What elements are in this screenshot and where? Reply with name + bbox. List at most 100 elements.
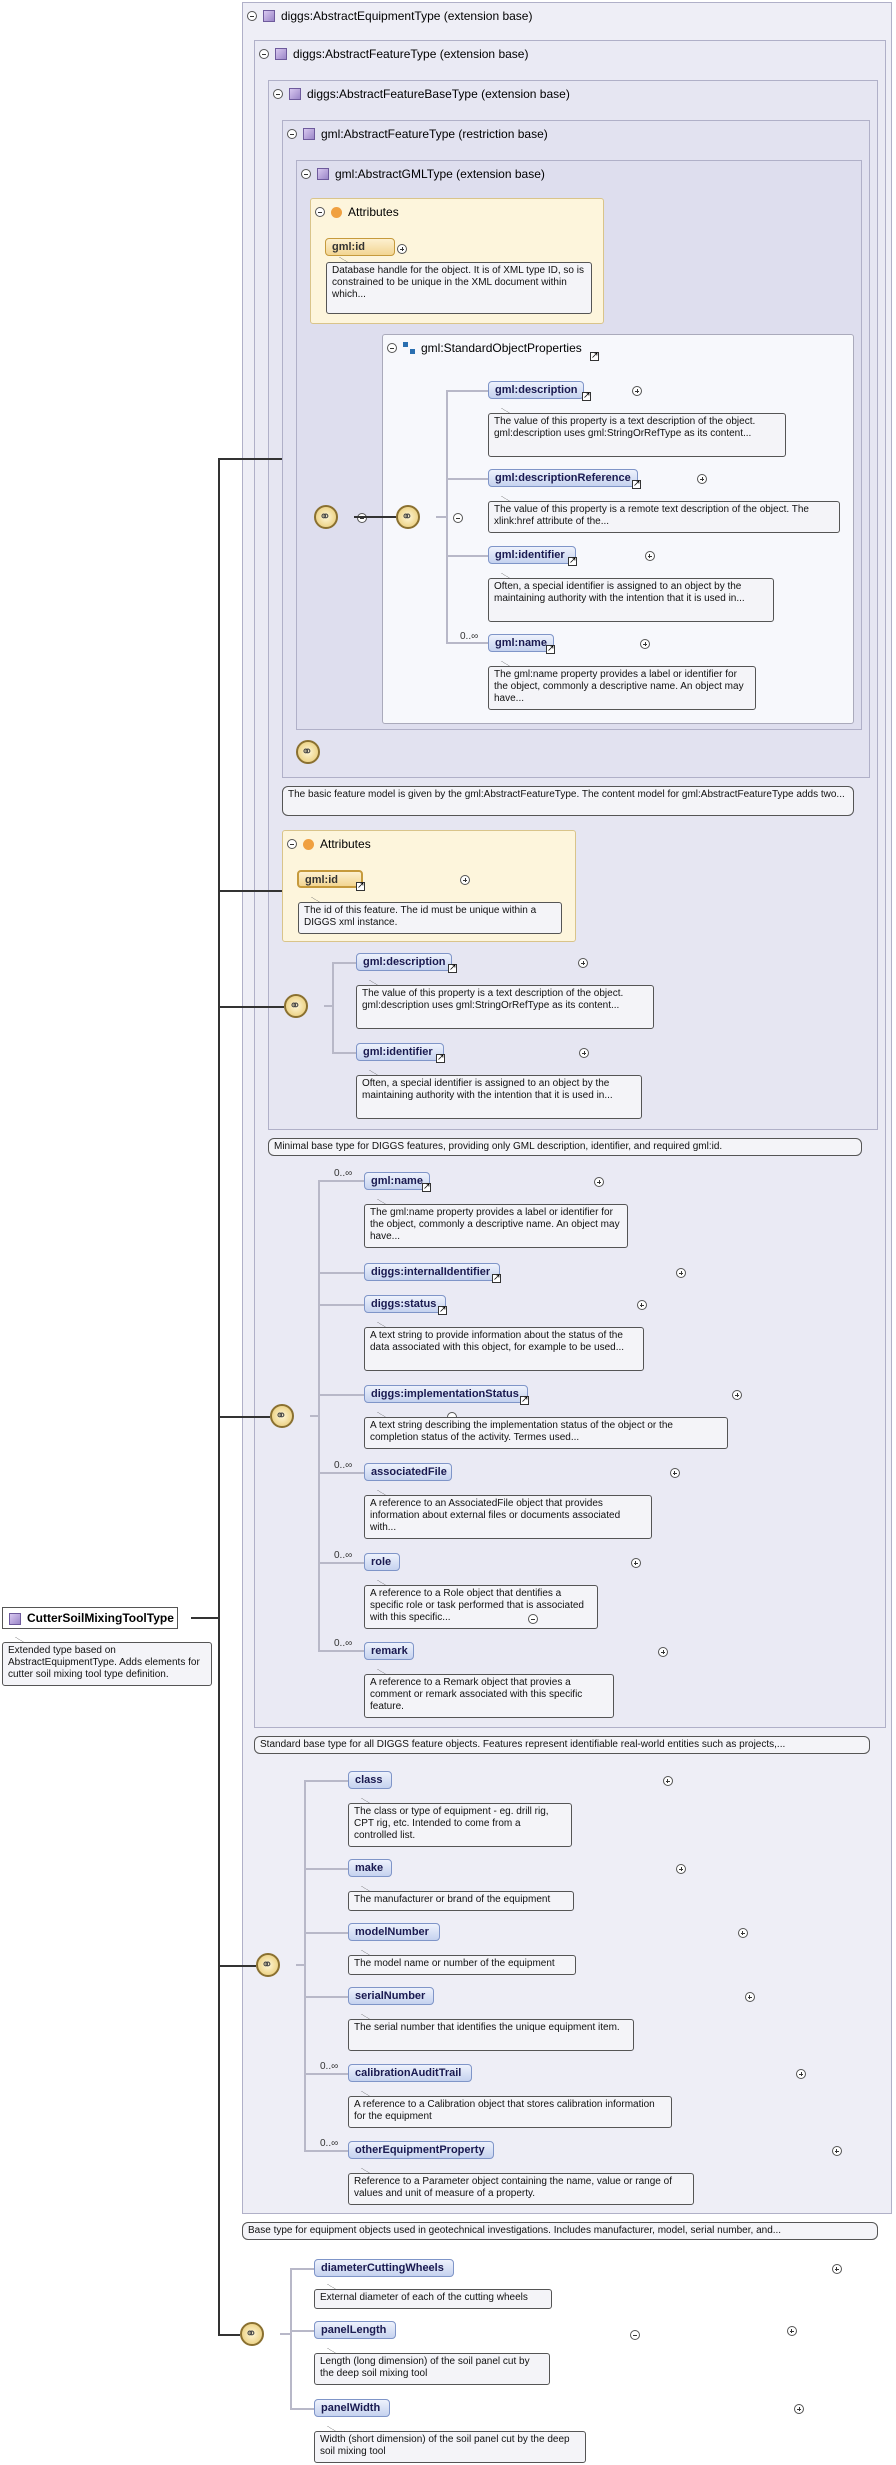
gml-identifier-element[interactable]: gml:identifier [488, 546, 576, 564]
expand-icon[interactable] [669, 1468, 680, 1478]
other-equipment-property-note: Reference to a Parameter object containi… [348, 2168, 694, 2205]
element-label: class [355, 1774, 383, 1786]
reference-icon [436, 1051, 445, 1063]
attributes-title: Attributes [320, 837, 371, 851]
diameter-cutting-wheels-element[interactable]: diameterCuttingWheels [314, 2259, 454, 2277]
panel-length-element[interactable]: panelLength [314, 2321, 396, 2339]
diameter-cutting-wheels-note: External diameter of each of the cutting… [314, 2284, 552, 2309]
gml-identifier-note-2: Often, a special identifier is assigned … [356, 1070, 642, 1119]
expand-icon[interactable] [658, 1647, 669, 1657]
gml-id-attribute-2[interactable]: gml:id [297, 870, 363, 888]
expand-icon[interactable] [786, 2326, 797, 2336]
complex-type-icon [303, 128, 315, 140]
collapse-icon[interactable] [527, 1614, 538, 1624]
status-element[interactable]: diggs:status [364, 1295, 446, 1313]
implementation-status-element[interactable]: diggs:implementationStatus [364, 1385, 528, 1403]
expand-icon[interactable] [676, 1864, 687, 1874]
collapse-icon[interactable] [357, 513, 368, 523]
internal-identifier-element[interactable]: diggs:internalIdentifier [364, 1263, 500, 1281]
remark-element[interactable]: remark [364, 1642, 414, 1660]
element-label: modelNumber [355, 1926, 429, 1938]
complex-type-icon [289, 88, 301, 100]
role-element[interactable]: role [364, 1553, 400, 1571]
element-label: diameterCuttingWheels [321, 2262, 444, 2274]
expand-icon[interactable] [397, 244, 407, 254]
attribute-icon [303, 838, 314, 850]
gml-id-attribute[interactable]: gml:id [325, 238, 395, 256]
element-label: gml:id [332, 241, 365, 253]
expand-icon[interactable] [578, 958, 589, 968]
element-label: role [371, 1556, 392, 1568]
class-element[interactable]: class [348, 1771, 392, 1789]
other-equipment-property-element[interactable]: otherEquipmentProperty [348, 2141, 494, 2159]
collapse-icon[interactable] [287, 839, 297, 849]
expand-icon[interactable] [594, 1177, 605, 1187]
expand-icon[interactable] [630, 1558, 641, 1568]
gml-name-element[interactable]: gml:name [488, 634, 554, 652]
panel-width-note: Width (short dimension) of the soil pane… [314, 2426, 586, 2463]
collapse-icon[interactable] [452, 513, 463, 523]
element-label: gml:descriptionReference [495, 472, 631, 484]
serial-number-element[interactable]: serialNumber [348, 1987, 434, 2005]
reference-icon [582, 389, 591, 401]
gml-description-element-2[interactable]: gml:description [356, 953, 452, 971]
model-number-element[interactable]: modelNumber [348, 1923, 440, 1941]
make-element[interactable]: make [348, 1859, 392, 1877]
expand-icon[interactable] [831, 2146, 842, 2156]
complex-type-icon [263, 10, 275, 22]
role-note: A reference to a Role object that dentif… [364, 1580, 598, 1629]
collapse-icon[interactable] [287, 129, 297, 139]
panel-width-element[interactable]: panelWidth [314, 2399, 390, 2417]
gml-id-note-2: The id of this feature. The id must be u… [298, 897, 562, 934]
gml-name-element-2[interactable]: gml:name [364, 1172, 430, 1190]
multiplicity-label: 0..∞ [334, 1638, 353, 1649]
gml-description-element[interactable]: gml:description [488, 381, 584, 399]
element-label: otherEquipmentProperty [355, 2144, 485, 2156]
collapse-icon[interactable] [273, 89, 283, 99]
multiplicity-label: 0..∞ [320, 2138, 339, 2149]
gml-description-reference-note: The value of this property is a remote t… [488, 496, 840, 533]
expand-icon[interactable] [640, 639, 651, 649]
collapse-icon[interactable] [301, 169, 311, 179]
complex-type-icon [275, 48, 287, 60]
gml-name-note: The gml:name property provides a label o… [488, 661, 756, 710]
expand-icon[interactable] [460, 875, 471, 885]
expand-icon[interactable] [697, 474, 708, 484]
gml-feature-type-note: The basic feature model is given by the … [282, 786, 854, 816]
element-label: gml:description [363, 956, 446, 968]
sequence-icon [314, 505, 338, 529]
gml-description-note-2: The value of this property is a text des… [356, 980, 654, 1029]
expand-icon[interactable] [737, 1928, 748, 1938]
collapse-icon[interactable] [259, 49, 269, 59]
box-title: diggs:AbstractFeatureType (extension bas… [293, 47, 529, 61]
associated-file-element[interactable]: associatedFile [364, 1463, 452, 1481]
element-label: gml:identifier [495, 549, 565, 561]
expand-icon[interactable] [796, 2069, 807, 2079]
expand-icon[interactable] [636, 1300, 647, 1310]
calibration-audit-trail-element[interactable]: calibrationAuditTrail [348, 2064, 472, 2082]
expand-icon[interactable] [732, 1390, 743, 1400]
expand-icon[interactable] [632, 386, 643, 396]
expand-icon[interactable] [676, 1268, 687, 1278]
sequence-icon [270, 1404, 294, 1428]
reference-icon [448, 961, 457, 973]
collapse-icon[interactable] [630, 2330, 641, 2340]
expand-icon[interactable] [744, 1992, 755, 2002]
root-element[interactable]: CutterSoilMixingToolType [2, 1607, 178, 1629]
expand-icon[interactable] [579, 1048, 590, 1058]
element-label: serialNumber [355, 1990, 426, 2002]
expand-icon[interactable] [794, 2404, 805, 2414]
reference-icon [438, 1303, 447, 1315]
collapse-icon[interactable] [387, 343, 397, 353]
expand-icon[interactable] [831, 2264, 842, 2274]
box-title: gml:AbstractFeatureType (restriction bas… [321, 127, 548, 141]
collapse-icon[interactable] [315, 207, 325, 217]
collapse-icon[interactable] [247, 11, 257, 21]
implementation-status-note: A text string describing the implementat… [364, 1412, 728, 1449]
expand-icon[interactable] [662, 1776, 673, 1786]
associated-file-note: A reference to an AssociatedFile object … [364, 1490, 652, 1539]
expand-icon[interactable] [644, 551, 655, 561]
gml-identifier-element-2[interactable]: gml:identifier [356, 1043, 444, 1061]
gml-description-reference-element[interactable]: gml:descriptionReference [488, 469, 638, 487]
reference-icon [590, 349, 599, 361]
